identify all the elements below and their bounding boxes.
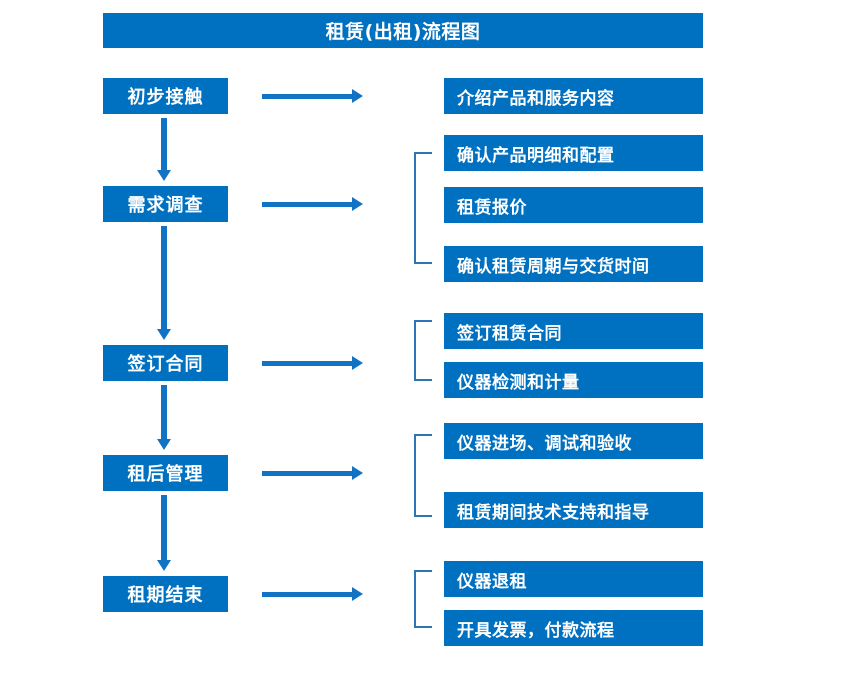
horizontal-arrow-4 [262,466,363,480]
task-box-4[interactable]: 确认租赁周期与交货时间 [444,246,703,282]
task-box-8[interactable]: 租赁期间技术支持和指导 [444,492,703,528]
diagram-title: 租赁(出租)流程图 [103,13,703,48]
task-box-7[interactable]: 仪器进场、调试和验收 [444,423,703,459]
task-box-3[interactable]: 租赁报价 [444,187,703,223]
stage-box-4[interactable]: 租后管理 [103,455,228,491]
vertical-arrow-1-2 [157,118,171,182]
stage-box-5[interactable]: 租期结束 [103,576,228,612]
task-box-6[interactable]: 仪器检测和计量 [444,362,703,398]
horizontal-arrow-2 [262,197,363,211]
horizontal-arrow-3 [262,356,363,370]
task-box-5[interactable]: 签订租赁合同 [444,313,703,349]
vertical-arrow-2-3 [157,226,171,341]
stage-box-1[interactable]: 初步接触 [103,78,228,114]
task-box-1[interactable]: 介绍产品和服务内容 [444,78,703,114]
vertical-arrow-3-4 [157,385,171,451]
stage-box-2[interactable]: 需求调查 [103,186,228,222]
vertical-arrow-4-5 [157,495,171,572]
task-box-2[interactable]: 确认产品明细和配置 [444,135,703,171]
task-box-9[interactable]: 仪器退租 [444,561,703,597]
task-box-10[interactable]: 开具发票，付款流程 [444,610,703,646]
stage-box-3[interactable]: 签订合同 [103,345,228,381]
horizontal-arrow-5 [262,587,363,601]
horizontal-arrow-1 [262,89,363,103]
